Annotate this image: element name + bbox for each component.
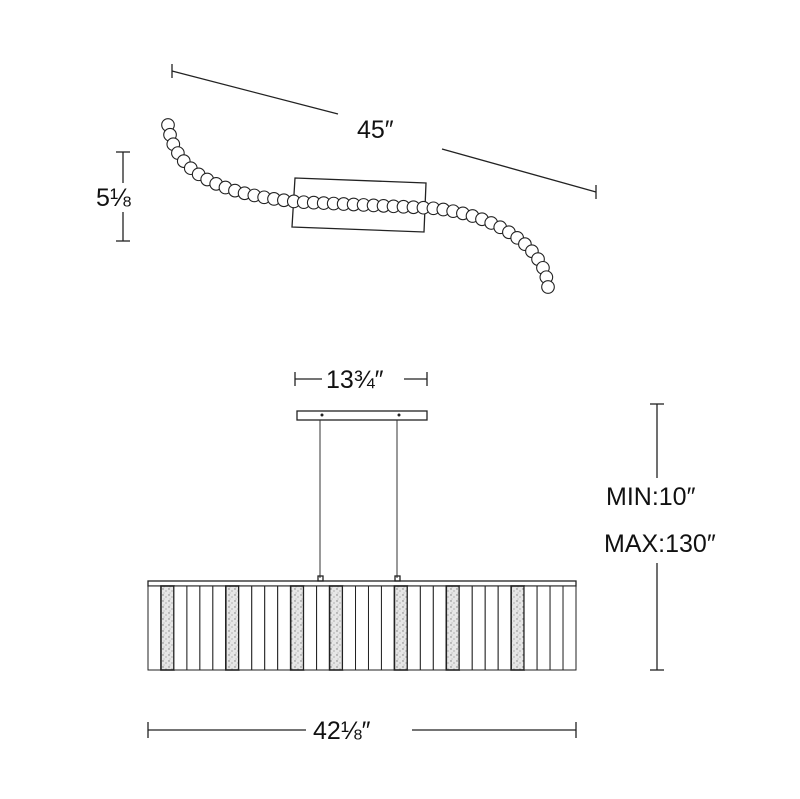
textured-slat — [328, 585, 344, 671]
slat — [419, 585, 434, 671]
max-height-label: MAX:130″ — [604, 530, 716, 558]
slat — [562, 585, 577, 671]
slat — [147, 585, 162, 671]
slat — [186, 585, 201, 671]
length-label: 45″ — [357, 116, 394, 144]
length-dim-line-right — [441, 148, 597, 193]
slat — [458, 585, 473, 671]
slat — [536, 585, 551, 671]
slat — [212, 585, 227, 671]
slat — [484, 585, 499, 671]
slat — [406, 585, 421, 671]
slat — [277, 585, 292, 671]
slat — [497, 585, 512, 671]
textured-slat — [160, 585, 175, 671]
textured-slat — [510, 585, 525, 671]
canopy-screw — [397, 413, 401, 417]
textured-slat — [289, 585, 305, 671]
slat — [199, 585, 214, 671]
slat — [251, 585, 266, 671]
textured-slat — [225, 585, 240, 671]
slat — [471, 585, 486, 671]
side-view: 13¾″ MIN:10″ MAX:130″ 42⅛″ — [147, 366, 716, 745]
bead — [541, 280, 555, 294]
textured-slat — [393, 585, 409, 671]
slat — [342, 585, 357, 671]
canopy — [296, 410, 428, 421]
slat — [380, 585, 395, 671]
slat — [367, 585, 382, 671]
canopy-width-label: 13¾″ — [326, 366, 384, 394]
slat — [173, 585, 188, 671]
bead-strand — [161, 118, 555, 294]
slat — [264, 585, 279, 671]
canopy-outline — [291, 177, 427, 233]
top-view: 45″ 5⅛ — [96, 64, 597, 294]
min-height-label: MIN:10″ — [606, 483, 696, 511]
slat — [238, 585, 253, 671]
slat — [432, 585, 447, 671]
height-label: 5⅛ — [96, 184, 131, 212]
slat — [316, 585, 331, 671]
canopy-screw — [320, 413, 324, 417]
width-label: 42⅛″ — [313, 717, 371, 745]
slat — [549, 585, 564, 671]
slat — [355, 585, 369, 671]
slat — [523, 585, 538, 671]
slat — [303, 585, 318, 671]
textured-slat — [445, 585, 461, 671]
slat-panel — [147, 585, 577, 671]
length-dim-line-left — [171, 70, 339, 115]
